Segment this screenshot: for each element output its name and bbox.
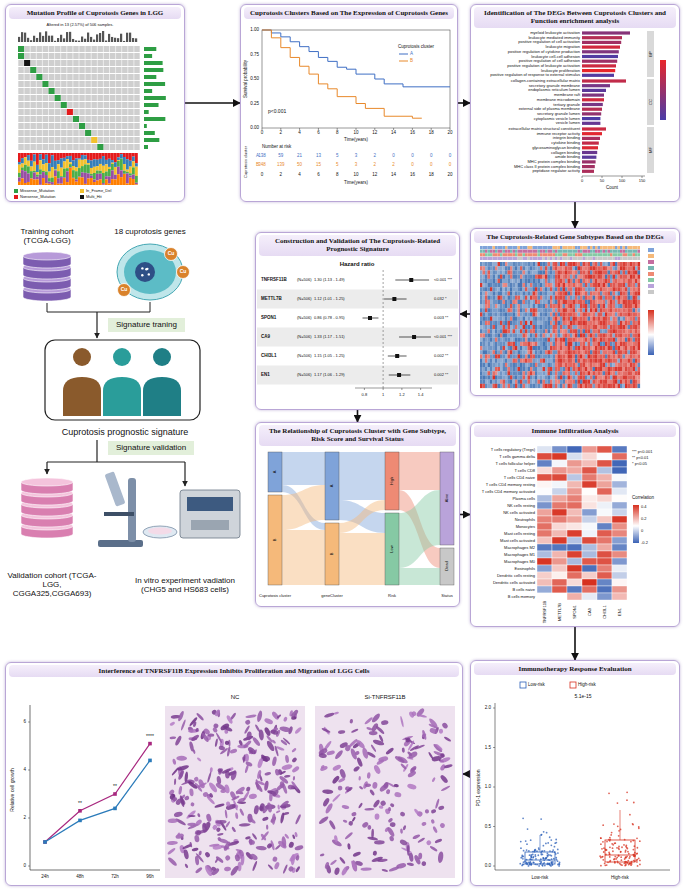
page: Mutation Profile of Cuprotosis Genes in … [0,0,685,892]
